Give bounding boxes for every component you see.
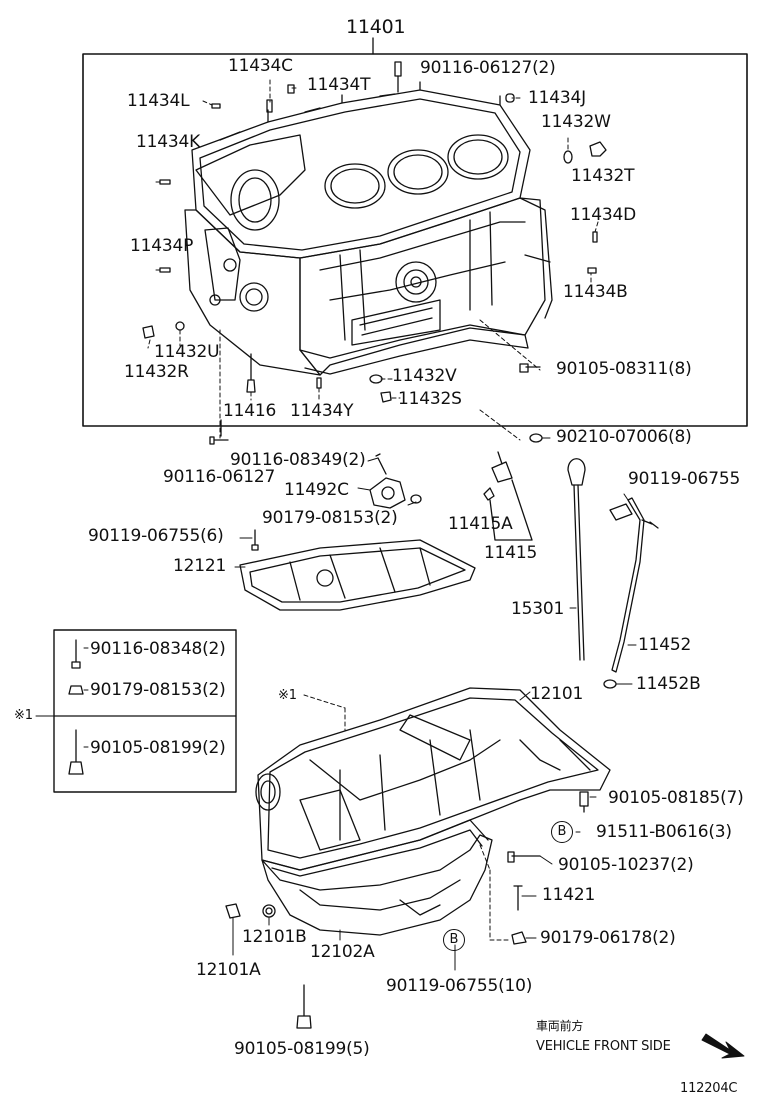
part-label-90119-06755-6: 90119-06755(6) [88,526,224,546]
vehicle-front-arrow-icon [701,1033,745,1059]
middle-leaders [234,437,637,685]
part-label-90119-06755-10: 90119-06755(10) [386,976,533,996]
part-label-90105-08199-2: 90105-08199(2) [90,738,226,758]
middle-parts [239,433,659,689]
part-label-11434B: 11434B [563,282,628,302]
part-label-11432S: 11432S [398,389,462,409]
block-fittings [142,61,607,445]
part-label-12121: 12121 [173,556,227,576]
part-label-90179-06178-2: 90179-06178(2) [540,928,676,948]
part-label-91511-B0616-3: 91511-B0616(3) [596,822,732,842]
part-label-90116-08349-2: 90116-08349(2) [230,450,366,470]
ref-mark-1-pan: ※1 [278,688,297,703]
part-label-11434D: 11434D [570,205,636,225]
part-label-90179-08153-2b: 90179-08153(2) [90,680,226,700]
part-label-11434L: 11434L [127,91,190,111]
part-label-11434K: 11434K [136,132,201,152]
part-label-11434C: 11434C [228,56,293,76]
part-label-90105-10237-2: 90105-10237(2) [558,855,694,875]
part-label-11415A: 11415A [448,514,513,534]
part-label-90116-06127-2: 90116-06127(2) [420,58,556,78]
part-label-90210-07006-8: 90210-07006(8) [556,427,692,447]
ref1-box [53,629,237,793]
cylinder-block-drawing [184,81,553,376]
part-label-90105-08311-8: 90105-08311(8) [556,359,692,379]
part-label-11452: 11452 [638,635,692,655]
part-label-11432T: 11432T [571,166,635,186]
part-label-11434T: 11434T [307,75,371,95]
oil-pan-fittings [225,707,589,1029]
part-label-11492C: 11492C [284,480,349,500]
part-label-11432V: 11432V [392,366,457,386]
part-label-15301: 15301 [511,599,565,619]
part-label-11432R: 11432R [124,362,189,382]
part-label-90116-06127: 90116-06127 [163,467,276,487]
part-label-11434P: 11434P [130,236,194,256]
part-label-90105-08199-5: 90105-08199(5) [234,1039,370,1059]
part-label-11416: 11416 [223,401,277,421]
part-label-11432W: 11432W [541,112,611,132]
part-label-11434J: 11434J [528,88,586,108]
part-label-11401: 11401 [346,16,406,38]
vehicle-front-label-en: VEHICLE FRONT SIDE [536,1039,671,1054]
oil-pan-drawing [255,687,611,936]
ref-mark-1-box: ※1 [14,708,33,723]
part-label-11421: 11421 [542,885,596,905]
part-label-12101: 12101 [530,684,584,704]
vehicle-front-label-jp: 車両前方 [536,1019,584,1033]
part-label-90119-06755: 90119-06755 [628,469,741,489]
part-label-90105-08185-7: 90105-08185(7) [608,788,744,808]
part-label-11434Y: 11434Y [290,401,354,421]
part-label-90179-08153-2: 90179-08153(2) [262,508,398,528]
callout-b-upper: B [551,821,573,843]
part-label-12101B: 12101B [242,927,307,947]
part-label-11415: 11415 [484,543,538,563]
block-leaders [147,79,599,441]
part-label-11432U: 11432U [154,342,220,362]
part-label-90116-08348-2: 90116-08348(2) [90,639,226,659]
callout-b-lower: B [443,929,465,951]
ref1-bolts [68,639,89,775]
block-group-frame [82,53,748,427]
part-label-11452B: 11452B [636,674,701,694]
figure-id: 112204C [680,1081,738,1096]
part-label-12102A: 12102A [310,942,375,962]
part-label-12101A: 12101A [196,960,261,980]
